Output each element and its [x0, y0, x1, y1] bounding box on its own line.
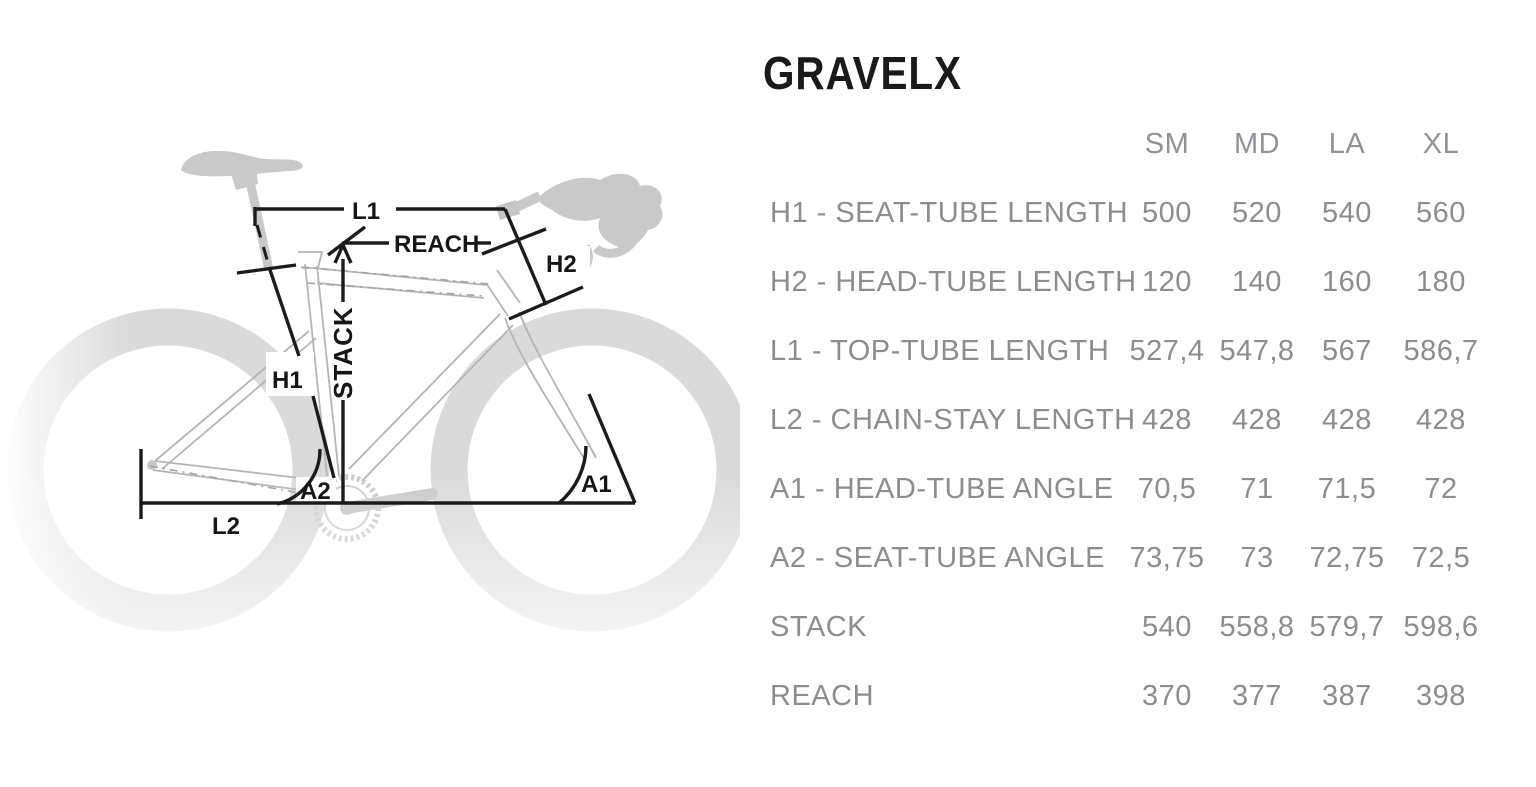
row-label: L2 - CHAIN-STAY LENGTH [770, 404, 1136, 436]
rear-dropout [147, 460, 157, 470]
label-backgrounds [266, 246, 590, 504]
table-row: REACH 370 377 387 398 [760, 662, 1520, 731]
geometry-table: SM MD LA XL H1 - SEAT-TUBE LENGTH 500 52… [760, 110, 1520, 731]
row-value: 567 [1322, 335, 1372, 367]
table-row: H2 - HEAD-TUBE LENGTH 120 140 160 180 [760, 248, 1520, 317]
row-value: 560 [1416, 197, 1466, 229]
row-value: 387 [1322, 680, 1372, 712]
row-value: 579,7 [1309, 611, 1385, 643]
row-value: 73 [1240, 542, 1274, 574]
row-value: 500 [1142, 197, 1192, 229]
row-value: 540 [1322, 197, 1372, 229]
a1-angle-line [557, 393, 637, 505]
size-header-sm: SM [1144, 128, 1190, 160]
seat-axis-dashed [255, 224, 270, 264]
row-value: 120 [1142, 266, 1192, 298]
diagram-label-stack: STACK [328, 306, 358, 399]
row-value: 73,75 [1129, 542, 1205, 574]
diagram-label-l1: L1 [352, 198, 380, 225]
row-value: 370 [1142, 680, 1192, 712]
row-value: 428 [1416, 404, 1466, 436]
row-value: 72,75 [1309, 542, 1385, 574]
diagram-label-h2: H2 [546, 251, 577, 278]
diagram-label-a2: A2 [300, 478, 331, 505]
diagram-label-reach: REACH [394, 231, 479, 258]
row-value: 71 [1240, 473, 1274, 505]
table-row: STACK 540 558,8 579,7 598,6 [760, 593, 1520, 662]
row-label: STACK [770, 611, 868, 643]
bike-silhouette [6, 150, 740, 632]
table-row: L1 - TOP-TUBE LENGTH 527,4 547,8 567 586… [760, 317, 1520, 386]
size-header-row: SM MD LA XL [760, 110, 1520, 179]
row-value: 586,7 [1403, 335, 1479, 367]
row-value: 598,6 [1403, 611, 1479, 643]
row-value: 72 [1424, 473, 1458, 505]
row-value: 428 [1232, 404, 1282, 436]
row-value: 520 [1232, 197, 1282, 229]
stack-dimension-line [326, 225, 367, 502]
row-value: 140 [1232, 266, 1282, 298]
row-label: H1 - SEAT-TUBE LENGTH [770, 197, 1129, 229]
row-value: 72,5 [1411, 542, 1471, 574]
row-value: 160 [1322, 266, 1372, 298]
row-value: 377 [1232, 680, 1282, 712]
row-value: 398 [1416, 680, 1466, 712]
row-label: L1 - TOP-TUBE LENGTH [770, 335, 1110, 367]
front-wheel [430, 308, 740, 632]
row-value: 71,5 [1317, 473, 1377, 505]
diagram-label-l2: L2 [212, 513, 240, 540]
size-header-md: MD [1233, 128, 1281, 160]
rear-wheel [6, 308, 330, 632]
table-row: A2 - SEAT-TUBE ANGLE 73,75 73 72,75 72,5 [760, 524, 1520, 593]
a2-angle-arc [276, 448, 322, 506]
size-header-xl: XL [1422, 128, 1460, 160]
page-title: GRAVELX [763, 47, 962, 99]
annotation-lines [139, 207, 637, 519]
row-label: A2 - SEAT-TUBE ANGLE [770, 542, 1106, 574]
table-row: A1 - HEAD-TUBE ANGLE 70,5 71 71,5 72 [760, 455, 1520, 524]
table-row: L2 - CHAIN-STAY LENGTH 428 428 428 428 [760, 386, 1520, 455]
row-value: 558,8 [1219, 611, 1295, 643]
row-value: 70,5 [1137, 473, 1197, 505]
row-value: 428 [1142, 404, 1192, 436]
table-row: H1 - SEAT-TUBE LENGTH 500 520 540 560 [760, 179, 1520, 248]
reach-dimension-line [342, 227, 547, 256]
l1-dimension-line [253, 207, 505, 226]
row-label: H2 - HEAD-TUBE LENGTH [770, 266, 1137, 298]
l2-baseline [139, 449, 635, 519]
diagram-label-a1: A1 [581, 471, 612, 498]
row-label: A1 - HEAD-TUBE ANGLE [770, 473, 1114, 505]
row-label: REACH [770, 680, 875, 712]
bike-geometry-diagram: L1 REACH H2 H1 STACK A2 A1 L2 [6, 150, 740, 632]
h1-dimension-line [236, 263, 336, 479]
row-value: 527,4 [1129, 335, 1205, 367]
geometry-table-body: H1 - SEAT-TUBE LENGTH 500 520 540 560 H2… [760, 179, 1520, 731]
row-value: 180 [1416, 266, 1466, 298]
saddle [181, 150, 303, 190]
row-value: 428 [1322, 404, 1372, 436]
size-header-la: LA [1328, 128, 1366, 160]
h2-dimension-line [503, 208, 584, 321]
row-value: 540 [1142, 611, 1192, 643]
row-value: 547,8 [1219, 335, 1295, 367]
diagram-label-h1: H1 [272, 367, 303, 394]
